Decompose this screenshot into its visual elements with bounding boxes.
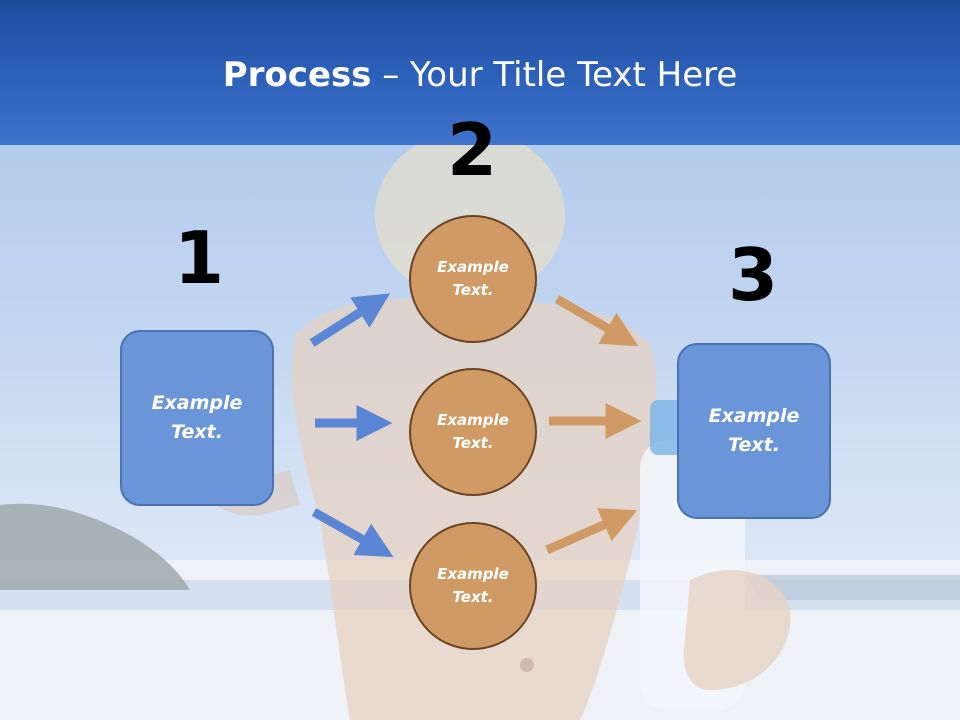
belly-button bbox=[520, 658, 534, 672]
child-hand bbox=[683, 570, 791, 690]
step-2-item-1-label: Example Text. bbox=[437, 258, 509, 299]
step-3-label: Example Text. bbox=[708, 405, 800, 456]
step-2-circle-middle: Example Text. bbox=[409, 368, 537, 496]
step-2-item-3-label: Example Text. bbox=[437, 565, 509, 606]
arrow-2a-to-3 bbox=[554, 295, 639, 347]
headland-right bbox=[745, 575, 960, 600]
step-2-item-2-label: Example Text. bbox=[437, 411, 509, 452]
arrow-1-to-2a bbox=[309, 293, 391, 347]
step-2-circle-top: Example Text. bbox=[409, 215, 537, 343]
step-1-label: Example Text. bbox=[151, 392, 243, 443]
step-2-circle-bottom: Example Text. bbox=[409, 522, 537, 650]
title-bar bbox=[0, 0, 960, 145]
step-number-2: 2 bbox=[446, 108, 498, 192]
step-number-1: 1 bbox=[173, 216, 225, 300]
title-rest: – Your Title Text Here bbox=[371, 55, 738, 95]
step-1-box: Example Text. bbox=[120, 330, 274, 506]
slide-title: Process – Your Title Text Here bbox=[0, 52, 960, 98]
step-number-3: 3 bbox=[727, 233, 779, 317]
arrow-2c-to-3 bbox=[545, 508, 638, 555]
hill-left bbox=[0, 503, 190, 590]
step-3-box: Example Text. bbox=[677, 343, 831, 519]
title-strong: Process bbox=[222, 55, 372, 95]
child-torso bbox=[291, 298, 657, 720]
arrow-1-to-2c bbox=[311, 508, 394, 558]
